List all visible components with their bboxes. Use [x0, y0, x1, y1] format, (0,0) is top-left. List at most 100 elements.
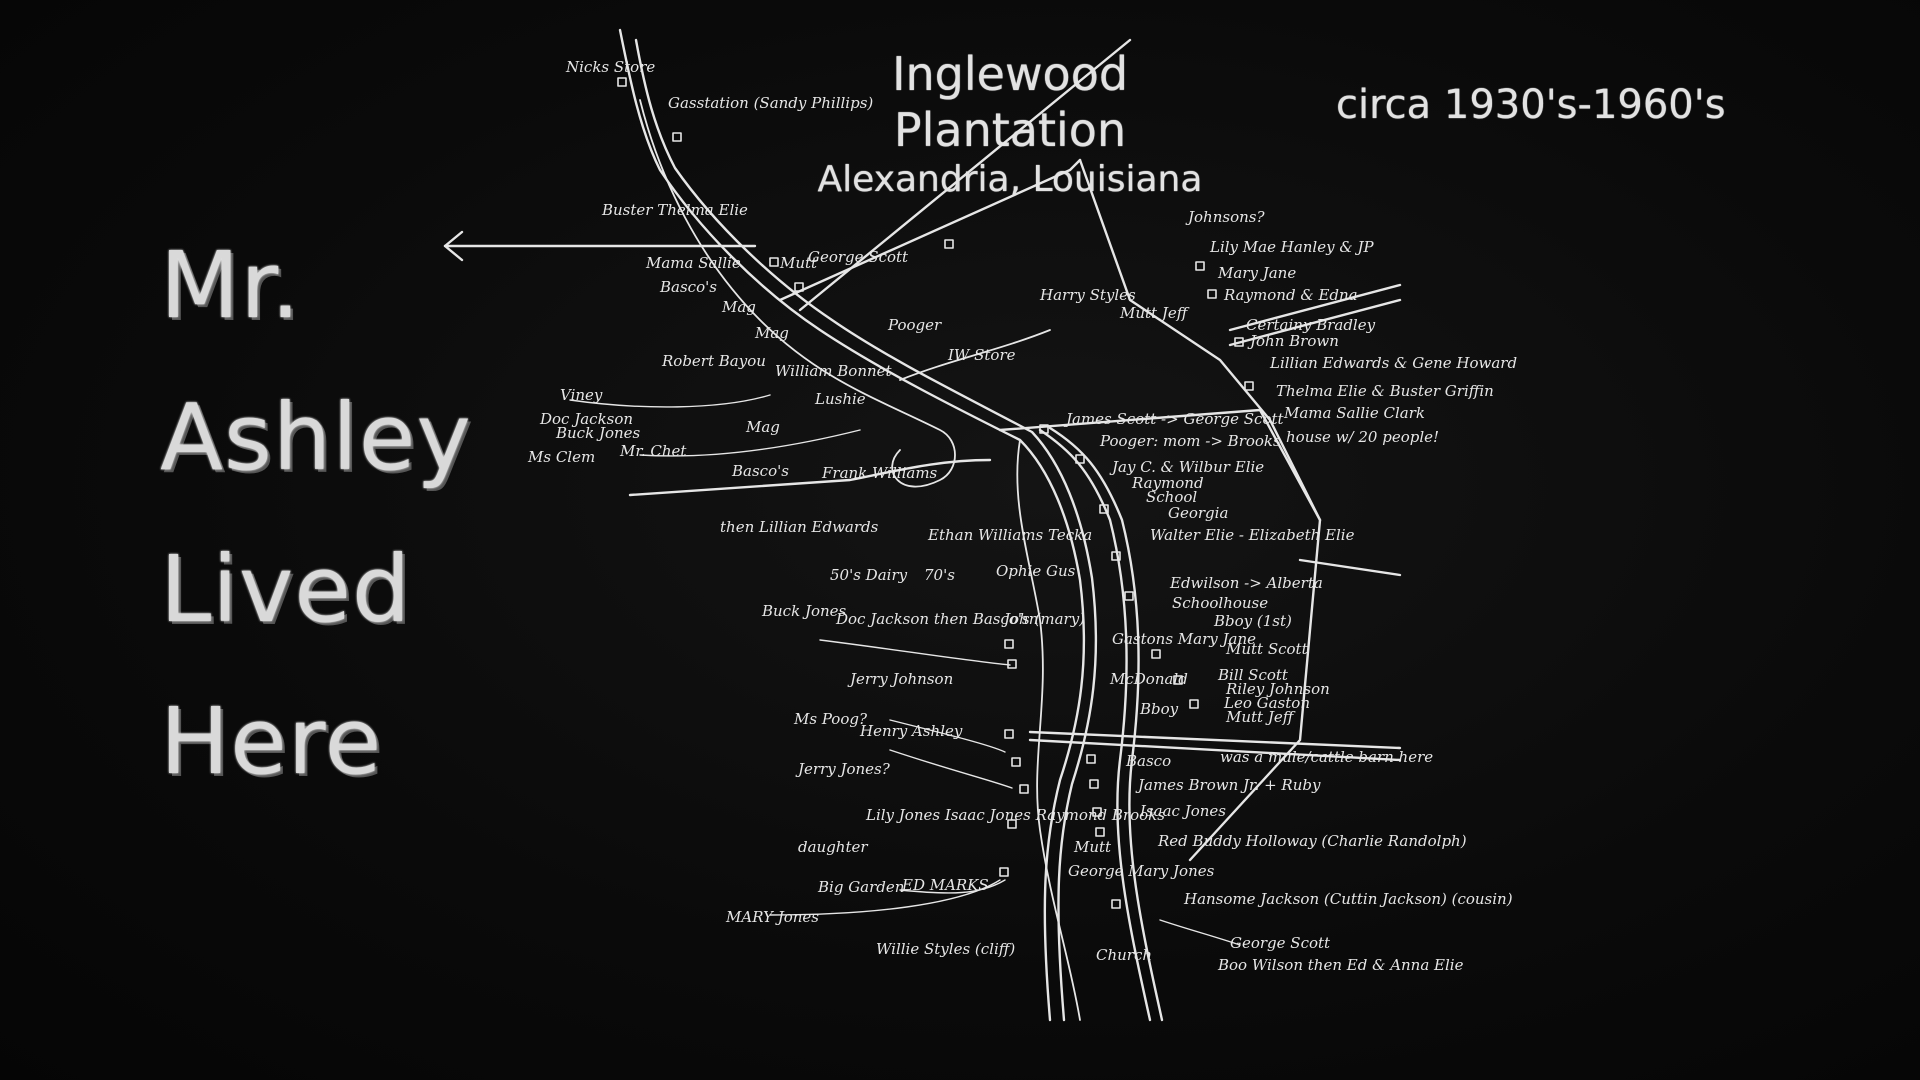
map-label: Basco's: [731, 462, 789, 480]
map-label: Mutt: [779, 254, 818, 272]
map-label: Mag: [745, 418, 780, 436]
house-marker: [944, 239, 954, 249]
house-marker: [1244, 381, 1254, 391]
leader-line: [569, 394, 771, 408]
house-marker: [1019, 784, 1029, 794]
house-marker: [794, 282, 804, 292]
house-marker: [672, 132, 682, 142]
map-label: Hansome Jackson (Cuttin Jackson) (cousin…: [1183, 890, 1513, 908]
bayou-road: [628, 458, 992, 497]
house-marker: [1207, 289, 1217, 299]
map-label: Basco's: [659, 278, 717, 296]
map-label: Isaac Jones: [1139, 802, 1226, 820]
map-label: Church: [1096, 946, 1152, 964]
house-marker: [1189, 699, 1199, 709]
parallel-road: [1038, 428, 1152, 1022]
house-marker: [1151, 649, 1161, 659]
map-label: Willie Styles (cliff): [876, 940, 1015, 958]
map-label: John: [1001, 610, 1038, 628]
map-label: Lily Jones Isaac Jones Raymond Brooks: [865, 806, 1165, 824]
map-label: Jerry Johnson: [847, 670, 953, 688]
leader-line: [889, 749, 1013, 789]
map-label: Ms Clem: [527, 448, 595, 466]
map-label: McDonald: [1109, 670, 1188, 688]
map-label: Jerry Jones?: [795, 760, 891, 778]
map-label: Mama Sallie: [645, 254, 741, 272]
map-label: Ethan Williams Tecka: [927, 526, 1092, 544]
map-label: daughter: [798, 838, 868, 856]
map-label: Walter Elie - Elizabeth Elie: [1150, 526, 1355, 544]
side-caption-line: Here: [160, 688, 383, 795]
map-label: Buck Jones: [761, 602, 847, 620]
house-marker: [769, 257, 779, 267]
map-label: Bboy (1st): [1213, 612, 1292, 630]
field-boundary-north: [1078, 158, 1322, 522]
side-caption: Mr. Ashley Lived Here: [160, 210, 472, 818]
map-subtitle: Alexandria, Louisiana: [817, 159, 1203, 200]
map-label: ED MARKS: [901, 876, 989, 894]
east-road-north-edge: [1228, 298, 1402, 347]
leader-line: [819, 639, 1011, 666]
house-marker: [999, 867, 1009, 877]
house-marker: [1004, 639, 1014, 649]
map-label: Lily Mae Hanley & JP: [1209, 238, 1374, 256]
map-label: then Lillian Edwards: [720, 518, 879, 536]
map-label: Leo Gaston: [1223, 694, 1310, 712]
map-label: Pooger: mom -> Brooks: [1099, 432, 1281, 450]
lower-road-edge: [1028, 730, 1402, 750]
map-label: Ms Poog?: [793, 710, 868, 728]
map-label: Harry Styles: [1039, 286, 1136, 304]
map-label: Georgia: [1168, 504, 1228, 522]
map-label: Mutt Jeff: [1119, 304, 1190, 322]
map-label: James Brown Jr. + Ruby: [1135, 776, 1321, 794]
lower-road: [1028, 738, 1402, 762]
map-label: Riley Johnson: [1225, 680, 1330, 698]
creek-branch: [899, 329, 1051, 381]
house-marker: [617, 77, 627, 87]
map-label: Boo Wilson then Ed & Anna Elie: [1217, 956, 1464, 974]
map-label: Thelma Elie & Buster Griffin: [1276, 382, 1494, 400]
side-caption-line: Ashley: [160, 384, 472, 491]
map-label: Viney: [560, 386, 603, 404]
map-label: was a mule/cattle barn here: [1220, 748, 1433, 766]
diagonal-road-2: [778, 158, 1082, 302]
map-label: Bill Scott: [1217, 666, 1289, 684]
map-label: Doc Jackson: [539, 410, 633, 428]
house-marker: [1099, 504, 1109, 514]
diagonal-road: [798, 38, 1132, 312]
era-label: circa 1930's-1960's: [1336, 82, 1726, 128]
side-caption-line: Mr.: [160, 232, 301, 339]
map-label: William Bonnet: [775, 362, 893, 380]
map-label: Nicks Store: [565, 58, 655, 76]
house-marker: [1111, 899, 1121, 909]
map-label: Jay C. & Wilbur Elie: [1109, 458, 1264, 476]
map-label: Mag: [721, 298, 756, 316]
map-label: Mr. Chet: [619, 442, 687, 460]
creek: [639, 99, 1081, 1021]
map-label: Basco: [1125, 752, 1171, 770]
map-label: 50's Dairy: [830, 566, 908, 584]
house-marker: [1092, 807, 1102, 817]
map-label: Gastons Mary Jane: [1112, 630, 1256, 648]
map-label: Pooger: [887, 316, 942, 334]
arrow-to-caption: [443, 230, 757, 262]
map-label: Certainy Bradley: [1246, 316, 1376, 334]
map-label: Raymond: [1131, 474, 1204, 492]
map-label-group: Nicks Store Gasstation (Sandy Phillips) …: [527, 58, 1517, 974]
map-label: James Scott -> George Scott: [1063, 410, 1285, 428]
map-label: George Mary Jones: [1068, 862, 1215, 880]
map-label: School: [1146, 488, 1197, 506]
parallel-road-edge: [1048, 426, 1164, 1022]
map-label: Gasstation (Sandy Phillips): [668, 94, 873, 112]
map-label: IW Store: [947, 346, 1016, 364]
map-label: Mutt Jeff: [1225, 708, 1296, 726]
map-label: Frank Williams: [821, 464, 938, 482]
map-label: 70's: [924, 566, 955, 584]
house-markers: [617, 77, 1254, 909]
map-label: Red Buddy Holloway (Charlie Randolph): [1157, 832, 1467, 850]
map-label: Doc Jackson then Basco's (mary): [835, 610, 1085, 628]
house-marker: [1007, 659, 1017, 669]
map-label: Schoolhouse: [1172, 594, 1268, 612]
house-marker: [1173, 675, 1183, 685]
